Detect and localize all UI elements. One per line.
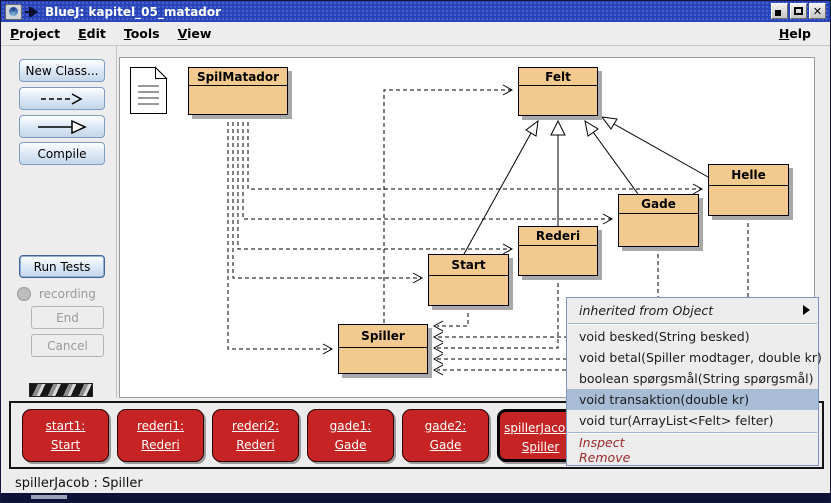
close-icon: ✕ bbox=[812, 4, 823, 18]
menu-separator bbox=[568, 432, 817, 434]
class-gade[interactable]: Gade bbox=[618, 194, 699, 247]
end-button: End bbox=[31, 306, 104, 329]
recording-dot-icon bbox=[17, 287, 31, 301]
menu-project[interactable]: Project bbox=[10, 26, 61, 41]
uses-arrow-button[interactable] bbox=[19, 87, 105, 110]
menu-separator bbox=[568, 323, 817, 325]
window-bottom-frame bbox=[1, 493, 830, 502]
class-body bbox=[709, 186, 788, 215]
object-rederi1[interactable]: rederi1: Rederi bbox=[117, 409, 204, 462]
class-title: Spiller bbox=[339, 325, 427, 348]
menu-item-tur[interactable]: void tur(ArrayList<Felt> felter) bbox=[579, 413, 774, 428]
object-name: rederi1: bbox=[137, 419, 184, 433]
maximize-icon bbox=[794, 7, 803, 15]
menu-item-sporgsmal[interactable]: boolean spørgsmål(String spørgsmål) bbox=[579, 371, 814, 386]
object-rederi2[interactable]: rederi2: Rederi bbox=[212, 409, 299, 462]
maximize-button[interactable] bbox=[790, 3, 807, 19]
recording-indicator: recording bbox=[17, 287, 96, 301]
activity-indicator bbox=[29, 383, 93, 397]
class-spiller[interactable]: Spiller bbox=[338, 324, 428, 374]
class-rederi[interactable]: Rederi bbox=[518, 226, 598, 276]
class-helle[interactable]: Helle bbox=[708, 164, 789, 216]
menu-view[interactable]: View bbox=[177, 26, 212, 41]
resize-notch[interactable] bbox=[31, 495, 67, 499]
menu-item-transaktion[interactable]: void transaktion(double kr) bbox=[567, 389, 818, 410]
class-body bbox=[339, 348, 427, 373]
class-body bbox=[519, 246, 597, 275]
object-type: Rederi bbox=[141, 438, 180, 452]
menu-item-besked[interactable]: void besked(String besked) bbox=[579, 329, 750, 344]
object-start1[interactable]: start1: Start bbox=[22, 409, 109, 462]
class-title: SpilMatador bbox=[189, 68, 287, 86]
class-spilmatador[interactable]: SpilMatador bbox=[188, 67, 288, 115]
status-bar-text: spillerJacob : Spiller bbox=[15, 476, 143, 491]
object-name: spillerJacob: bbox=[504, 421, 577, 435]
class-body bbox=[519, 86, 597, 115]
close-button[interactable]: ✕ bbox=[809, 3, 826, 19]
pin-icon bbox=[25, 6, 38, 17]
recording-label: recording bbox=[39, 287, 96, 301]
object-type: Gade bbox=[429, 438, 462, 452]
minimize-button[interactable] bbox=[771, 3, 788, 19]
menu-item-remove[interactable]: Remove bbox=[579, 450, 631, 465]
class-title: Start bbox=[429, 255, 508, 276]
compile-button[interactable]: Compile bbox=[19, 142, 105, 165]
object-name: rederi2: bbox=[232, 419, 279, 433]
menu-edit[interactable]: Edit bbox=[78, 26, 106, 41]
object-gade1[interactable]: gade1: Gade bbox=[307, 409, 394, 462]
window-title: BlueJ: kapitel_05_matador bbox=[45, 4, 222, 19]
bluej-app-icon bbox=[5, 3, 22, 20]
inherit-arrow-button[interactable] bbox=[19, 115, 105, 138]
class-body bbox=[619, 214, 698, 246]
menu-item-inherited[interactable]: inherited from Object bbox=[567, 298, 818, 322]
dashed-arrow-icon bbox=[41, 92, 83, 105]
object-name: gade2: bbox=[424, 419, 467, 433]
class-felt[interactable]: Felt bbox=[518, 67, 598, 116]
menu-help[interactable]: Help bbox=[778, 26, 811, 41]
solid-arrow-icon bbox=[38, 119, 87, 134]
menu-item-inspect[interactable]: Inspect bbox=[579, 435, 625, 450]
cancel-button: Cancel bbox=[31, 334, 104, 357]
object-name: gade1: bbox=[329, 419, 372, 433]
title-bar[interactable]: BlueJ: kapitel_05_matador ✕ bbox=[1, 1, 830, 22]
new-class-button[interactable]: New Class... bbox=[19, 59, 105, 82]
class-title: Felt bbox=[519, 68, 597, 86]
class-title: Rederi bbox=[519, 227, 597, 246]
class-title: Gade bbox=[619, 195, 698, 214]
object-name: start1: bbox=[45, 419, 86, 433]
menu-item-betal[interactable]: void betal(Spiller modtager, double kr) bbox=[579, 350, 822, 365]
object-type: Gade bbox=[334, 438, 367, 452]
object-gade2[interactable]: gade2: Gade bbox=[402, 409, 489, 462]
menu-item-label: inherited from Object bbox=[579, 302, 714, 318]
object-type: Rederi bbox=[236, 438, 275, 452]
class-title: Helle bbox=[709, 165, 788, 186]
object-type: Start bbox=[50, 438, 81, 452]
object-type: Spiller bbox=[521, 440, 560, 454]
menu-bar: Project Edit Tools View Help bbox=[1, 22, 830, 46]
menu-tools[interactable]: Tools bbox=[123, 26, 160, 41]
toolbar-separator bbox=[116, 46, 117, 398]
class-body bbox=[189, 86, 287, 114]
class-body bbox=[429, 276, 508, 305]
submenu-arrow-icon bbox=[803, 305, 810, 315]
object-context-menu: inherited from Object void besked(String… bbox=[566, 297, 822, 466]
class-start[interactable]: Start bbox=[428, 254, 509, 306]
minimize-icon bbox=[774, 10, 781, 16]
run-tests-button[interactable]: Run Tests bbox=[19, 255, 105, 278]
